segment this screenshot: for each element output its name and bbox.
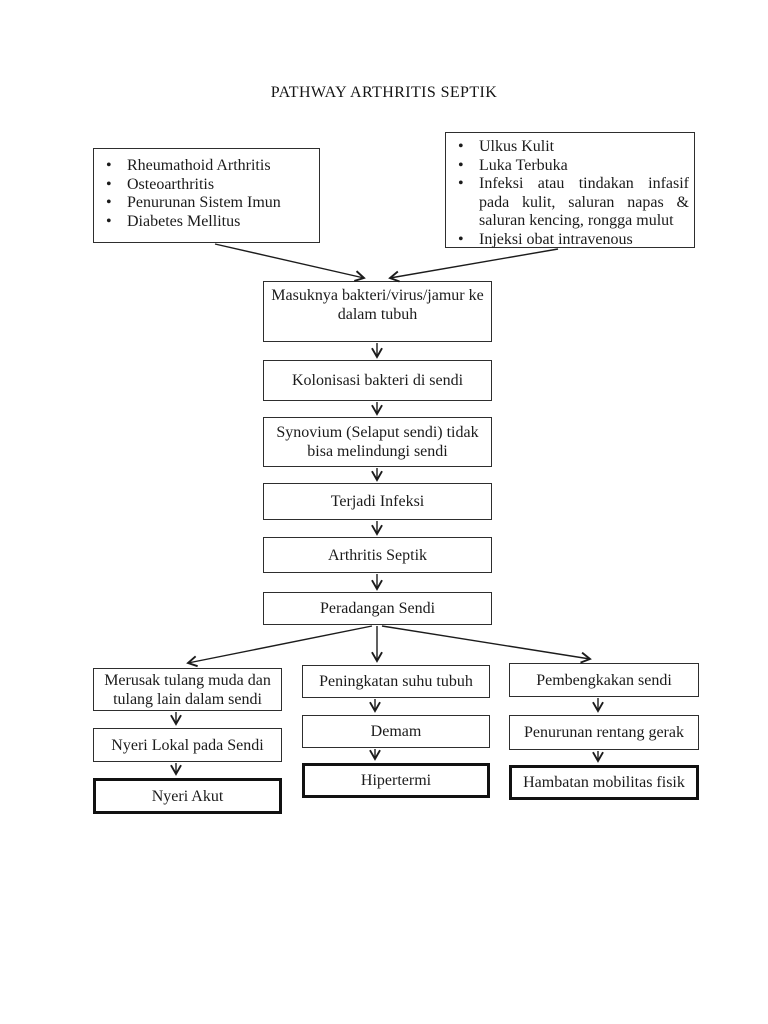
node-joint-inflammation: Peradangan Sendi: [263, 592, 492, 625]
list-item: Diabetes Mellitus: [106, 213, 314, 232]
list-item: Penurunan Sistem Imun: [106, 194, 314, 213]
node-colonization: Kolonisasi bakteri di sendi: [263, 360, 492, 401]
node-diagnosis-acute-pain: Nyeri Akut: [93, 778, 282, 814]
node-pathogen-entry: Masuknya bakteri/virus/jamur ke dalam tu…: [263, 281, 492, 342]
arrow-inflammation-to-bone-damage: [186, 625, 373, 668]
node-local-pain: Nyeri Lokal pada Sendi: [93, 728, 282, 762]
entry-routes-box: Ulkus Kulit Luka Terbuka Infeksi atau ti…: [445, 132, 695, 249]
node-infection: Terjadi Infeksi: [263, 483, 492, 520]
arrow-inflammation-to-swelling: [381, 625, 592, 664]
node-diagnosis-physical-mobility: Hambatan mobilitas fisik: [509, 765, 699, 800]
arrow-routes-to-entry: [388, 248, 559, 283]
arrow-risk-to-entry: [214, 243, 366, 282]
node-temperature-rise: Peningkatan suhu tubuh: [302, 665, 490, 698]
risk-factors-list: Rheumathoid Arthritis Osteoarthritis Pen…: [94, 157, 319, 231]
node-septic-arthritis: Arthritis Septik: [263, 537, 492, 573]
node-diagnosis-hyperthermia: Hipertermi: [302, 763, 490, 798]
list-item: Infeksi atau tindakan infasif pada kulit…: [458, 175, 689, 231]
node-synovium: Synovium (Selaput sendi) tidak bisa meli…: [263, 417, 492, 467]
list-item: Luka Terbuka: [458, 157, 689, 176]
entry-routes-list: Ulkus Kulit Luka Terbuka Infeksi atau ti…: [446, 138, 694, 249]
node-bone-damage: Merusak tulang muda dan tulang lain dala…: [93, 668, 282, 711]
page-title: PATHWAY ARTHRITIS SEPTIK: [270, 84, 498, 101]
list-item: Osteoarthritis: [106, 176, 314, 195]
list-item: Injeksi obat intravenous: [458, 231, 689, 250]
list-item: Ulkus Kulit: [458, 138, 689, 157]
list-item: Rheumathoid Arthritis: [106, 157, 314, 176]
node-fever: Demam: [302, 715, 490, 748]
node-joint-swelling: Pembengkakan sendi: [509, 663, 699, 697]
risk-factors-box: Rheumathoid Arthritis Osteoarthritis Pen…: [93, 148, 320, 243]
node-range-of-motion-decline: Penurunan rentang gerak: [509, 715, 699, 750]
